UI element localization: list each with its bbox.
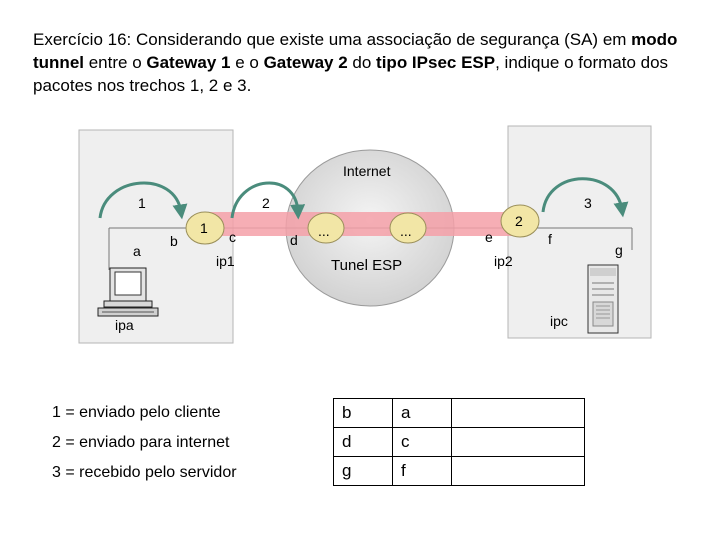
esp-tunnel-band xyxy=(205,212,523,236)
tunnel-label: Tunel ESP xyxy=(331,257,402,274)
point-e-label: e xyxy=(485,229,493,245)
table-cell xyxy=(451,427,585,457)
point-f-label: f xyxy=(548,231,552,247)
table-cell: b xyxy=(333,398,393,428)
ipc-label: ipc xyxy=(550,313,568,329)
point-d-label: d xyxy=(290,232,298,248)
exercise-statement: Exercício 16: Considerando que existe um… xyxy=(33,30,678,95)
table-row: d c xyxy=(333,427,585,457)
gateway-1 xyxy=(185,211,225,245)
ipa-label: ipa xyxy=(115,317,134,333)
table-cell xyxy=(451,456,585,486)
packet-format-table: b a d c g f xyxy=(333,398,585,486)
gateway-1-label: 1 xyxy=(200,220,208,236)
point-b-label: b xyxy=(170,233,178,249)
segment-2-arrow xyxy=(230,181,306,220)
ip2-label: ip2 xyxy=(494,253,513,269)
point-g-label: g xyxy=(615,242,623,258)
internet-label: Internet xyxy=(343,163,391,179)
table-row: g f xyxy=(333,456,585,486)
table-row: b a xyxy=(333,398,585,428)
internet-router-right xyxy=(389,212,427,244)
table-cell: d xyxy=(333,427,393,457)
table-cell: f xyxy=(392,456,452,486)
legend-item-2: 2 = enviado para internet xyxy=(52,434,230,451)
segment-1-arrow xyxy=(98,181,188,220)
gateway-2 xyxy=(500,204,540,238)
client-computer-icon xyxy=(97,267,159,317)
point-a-label: a xyxy=(133,243,141,259)
segment-3-arrow xyxy=(541,177,629,218)
gateway-2-label: 2 xyxy=(515,213,523,229)
server-tower-icon xyxy=(587,264,619,334)
segment-legend: 1 = enviado pelo cliente 2 = enviado par… xyxy=(52,398,237,488)
point-c-label: c xyxy=(229,229,236,245)
table-cell: a xyxy=(392,398,452,428)
ellipsis-right-label: ... xyxy=(400,223,412,239)
legend-item-3: 3 = recebido pelo servidor xyxy=(52,464,237,481)
internet-router-left xyxy=(307,212,345,244)
table-cell: g xyxy=(333,456,393,486)
segment-1-label: 1 xyxy=(138,195,146,211)
table-cell xyxy=(451,398,585,428)
ip1-label: ip1 xyxy=(216,253,235,269)
segment-3-label: 3 xyxy=(584,195,592,211)
segment-2-label: 2 xyxy=(262,195,270,211)
table-cell: c xyxy=(392,427,452,457)
legend-item-1: 1 = enviado pelo cliente xyxy=(52,404,221,421)
ellipsis-left-label: ... xyxy=(318,223,330,239)
